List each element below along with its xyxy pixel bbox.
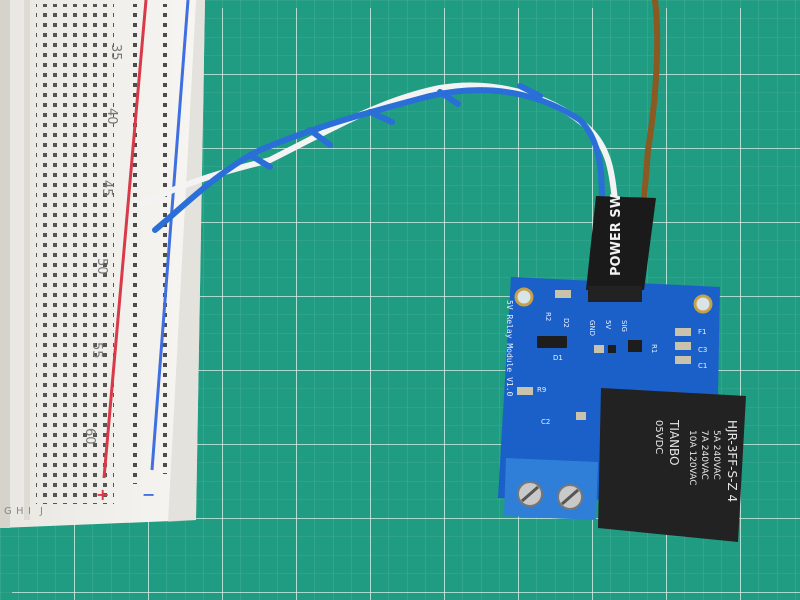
board-name-label: 5V Relay Module V1.0 (505, 300, 514, 397)
column-letter-i: I (28, 506, 31, 517)
relay-rating-3: 5A 240VAC (711, 430, 721, 480)
pin-label-sig: SIG (620, 320, 628, 332)
label-d2: D2 (562, 318, 570, 328)
pin-label-5v: 5V (604, 320, 612, 329)
power-sw-connector: POWER SW (586, 194, 656, 302)
brown-wire (641, 0, 661, 203)
row-number-55: 55 (89, 342, 104, 359)
column-letter-j: J (39, 506, 43, 517)
terminal-block (504, 458, 598, 520)
rail-minus-label: − (142, 485, 155, 504)
rail-red-line (102, 0, 148, 479)
label-c3: C3 (698, 346, 707, 354)
row-number-40: 40 (104, 108, 119, 125)
row-number-50: 50 (94, 258, 109, 275)
pin-label-gnd: GND (588, 320, 596, 336)
relay-rating-2: 7A 240VAC (699, 430, 709, 480)
column-letter-g: G (4, 506, 12, 517)
diode-d1 (537, 336, 567, 348)
label-r9: R9 (537, 386, 546, 394)
label-c1: C1 (698, 362, 707, 370)
label-f1: F1 (698, 328, 706, 336)
relay: TIANBO 05VDC 10A 120VAC 7A 240VAC 5A 240… (598, 388, 746, 542)
label-c2: C2 (541, 418, 550, 426)
row-number-60: 60 (82, 428, 97, 445)
column-letter-h: H (16, 506, 24, 517)
label-r2: R2 (544, 312, 552, 321)
relay-rating-1: 10A 120VAC (687, 430, 697, 486)
breadboard: 35 40 45 50 55 60 + − G H I J (0, 0, 205, 528)
label-d1: D1 (553, 354, 563, 362)
relay-brand: TIANBO (667, 419, 681, 466)
row-number-35: 35 (108, 44, 123, 61)
relay-coil: 05VDC (653, 420, 664, 454)
connector-label: POWER SW (609, 194, 624, 276)
transistor (628, 340, 642, 352)
rail-blue-line (150, 0, 190, 471)
rail-plus-label: + (96, 485, 109, 504)
twisted-wire-pair (137, 82, 618, 233)
relay-model: HJR-3FF-S-Z 4 (725, 420, 739, 502)
row-number-45: 45 (99, 180, 114, 197)
label-r1: R1 (650, 344, 658, 353)
